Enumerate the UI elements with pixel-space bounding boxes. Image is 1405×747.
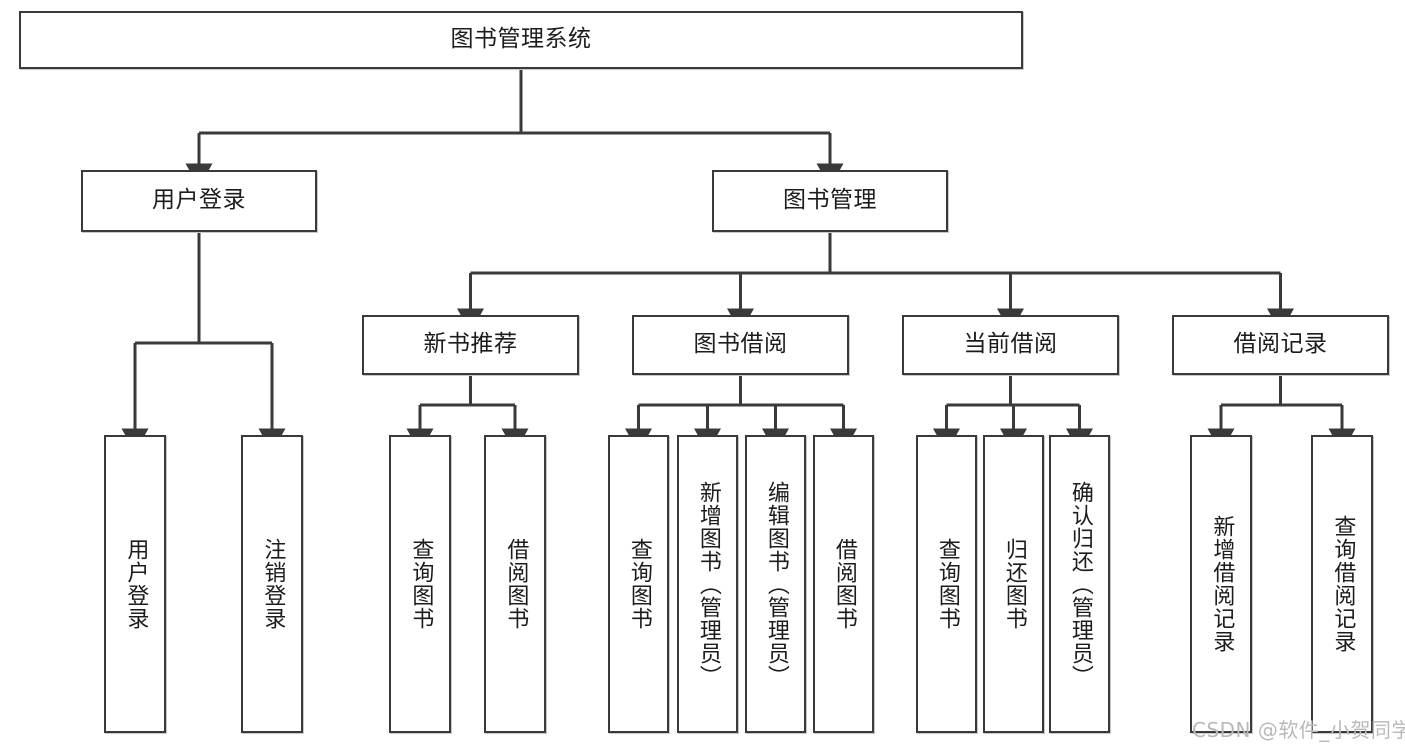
node-leaf-user-login[interactable]: 用户登录 xyxy=(104,435,166,733)
node-user-login[interactable]: 用户登录 xyxy=(81,170,317,232)
node-leaf-user-logout[interactable]: 注销登录 xyxy=(241,435,303,733)
node-book-borrow[interactable]: 图书借阅 xyxy=(632,315,849,375)
node-current-borrow[interactable]: 当前借阅 xyxy=(902,315,1119,375)
node-label: 归还图书 xyxy=(1001,538,1027,630)
node-leaf-borrow-book-2[interactable]: 借阅图书 xyxy=(813,435,874,733)
node-label: 查询图书 xyxy=(408,538,434,630)
node-leaf-edit-book[interactable]: 编辑图书（管理员） xyxy=(745,435,806,733)
node-borrow-record[interactable]: 借阅记录 xyxy=(1172,315,1389,375)
node-leaf-add-record[interactable]: 新增借阅记录 xyxy=(1190,435,1252,733)
node-label: 查询图书 xyxy=(626,538,652,630)
node-label: 图书管理系统 xyxy=(450,26,592,53)
node-label: 当前借阅 xyxy=(963,331,1058,358)
node-label: 用户登录 xyxy=(152,187,246,214)
node-new-book-rec[interactable]: 新书推荐 xyxy=(362,315,579,375)
node-leaf-query-book-1[interactable]: 查询图书 xyxy=(389,435,451,733)
node-leaf-query-record[interactable]: 查询借阅记录 xyxy=(1311,435,1373,733)
node-label: 确认归还（管理员） xyxy=(1067,480,1093,688)
node-label: 借阅图书 xyxy=(503,538,529,630)
node-root[interactable]: 图书管理系统 xyxy=(19,11,1023,69)
node-label: 图书借阅 xyxy=(693,331,788,358)
node-label: 编辑图书（管理员） xyxy=(763,480,789,688)
node-label: 新书推荐 xyxy=(423,331,518,358)
node-leaf-query-book-2[interactable]: 查询图书 xyxy=(608,435,669,733)
node-label: 用户登录 xyxy=(123,538,149,630)
node-leaf-query-book-3[interactable]: 查询图书 xyxy=(916,435,977,733)
node-label: 借阅记录 xyxy=(1233,331,1328,358)
node-label: 查询借阅记录 xyxy=(1330,515,1356,653)
node-leaf-add-book[interactable]: 新增图书（管理员） xyxy=(677,435,738,733)
node-label: 新增图书（管理员） xyxy=(695,480,721,688)
edge-group xyxy=(121,69,1356,453)
node-label: 借阅图书 xyxy=(831,538,857,630)
node-label: 图书管理 xyxy=(783,187,877,214)
node-book-manage[interactable]: 图书管理 xyxy=(712,170,948,232)
node-leaf-borrow-book-1[interactable]: 借阅图书 xyxy=(484,435,546,733)
node-leaf-return-book[interactable]: 归还图书 xyxy=(983,435,1044,733)
node-leaf-confirm-return[interactable]: 确认归还（管理员） xyxy=(1049,435,1110,733)
node-label: 注销登录 xyxy=(260,538,286,630)
node-label: 查询图书 xyxy=(934,538,960,630)
node-label: 新增借阅记录 xyxy=(1209,515,1235,653)
